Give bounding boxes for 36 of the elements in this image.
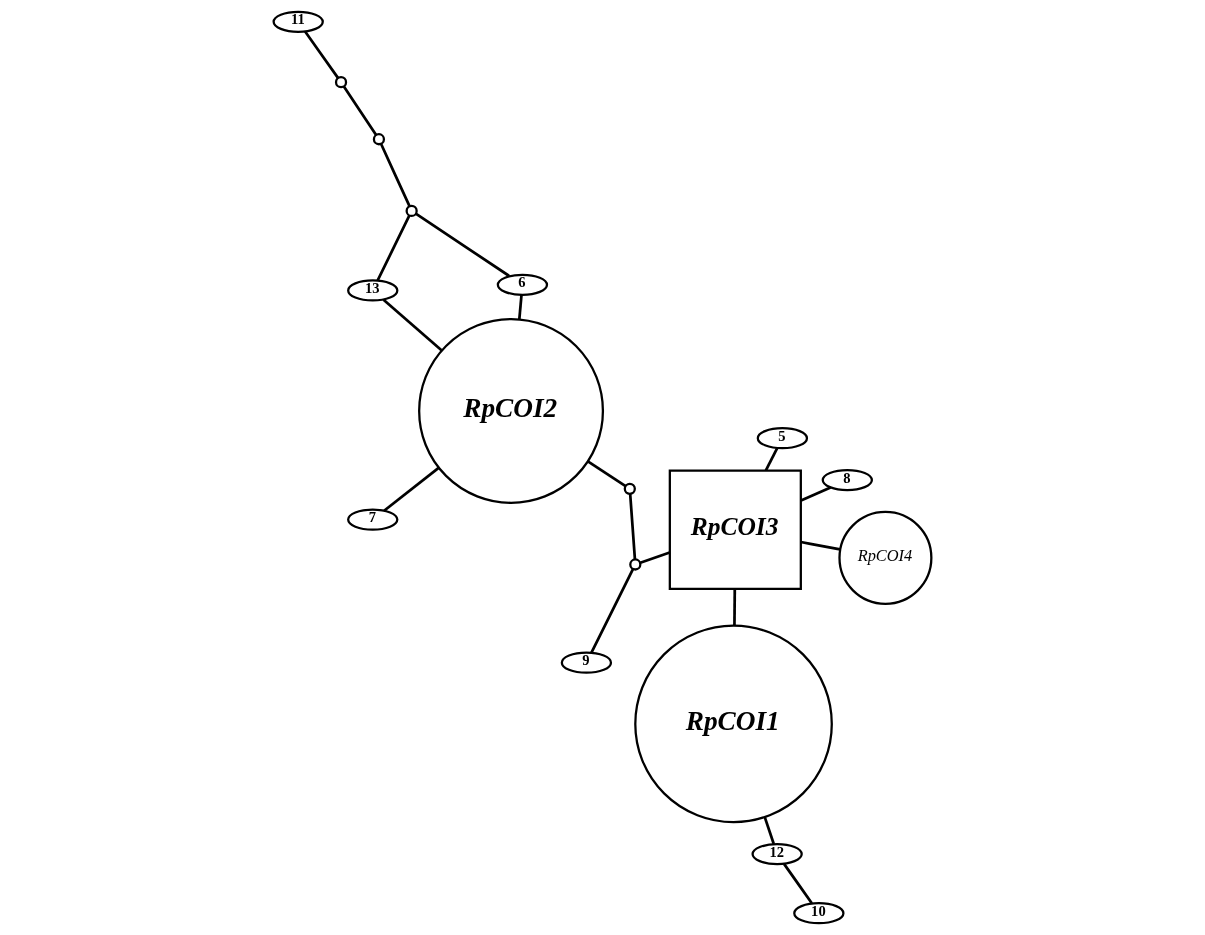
connector bbox=[517, 294, 523, 320]
connector bbox=[587, 460, 627, 488]
node-ellipse: 13 bbox=[347, 279, 399, 302]
connector bbox=[628, 493, 637, 560]
node-ellipse: 9 bbox=[560, 651, 613, 674]
connector bbox=[639, 551, 671, 565]
connector bbox=[800, 486, 832, 502]
connector bbox=[376, 214, 411, 281]
node-circle: RpCOI1 bbox=[634, 624, 833, 824]
node-circle bbox=[372, 133, 386, 146]
connector bbox=[382, 298, 443, 352]
node-ellipse: 10 bbox=[793, 902, 845, 925]
node-circle: RpCOI4 bbox=[838, 510, 933, 605]
connector bbox=[782, 863, 813, 904]
connector bbox=[342, 85, 378, 136]
connector bbox=[733, 589, 737, 626]
connector bbox=[590, 568, 635, 654]
connector bbox=[383, 466, 440, 512]
node-circle bbox=[629, 558, 642, 571]
node-box: RpCOI3 bbox=[668, 469, 802, 590]
connector bbox=[379, 143, 411, 207]
node-circle: RpCOI2 bbox=[418, 317, 605, 504]
node-ellipse: 7 bbox=[347, 508, 399, 531]
node-circle bbox=[623, 482, 636, 495]
node-ellipse: 11 bbox=[272, 10, 324, 33]
connector bbox=[764, 447, 779, 471]
node-ellipse: 12 bbox=[751, 842, 803, 866]
connector bbox=[304, 30, 340, 79]
node-ellipse: 5 bbox=[756, 427, 809, 450]
connector bbox=[415, 212, 511, 278]
node-circle bbox=[334, 76, 348, 89]
node-ellipse: 6 bbox=[496, 273, 549, 296]
node-ellipse: 8 bbox=[821, 468, 873, 492]
node-circle bbox=[405, 204, 418, 218]
connector bbox=[800, 540, 841, 551]
connector bbox=[763, 816, 776, 845]
